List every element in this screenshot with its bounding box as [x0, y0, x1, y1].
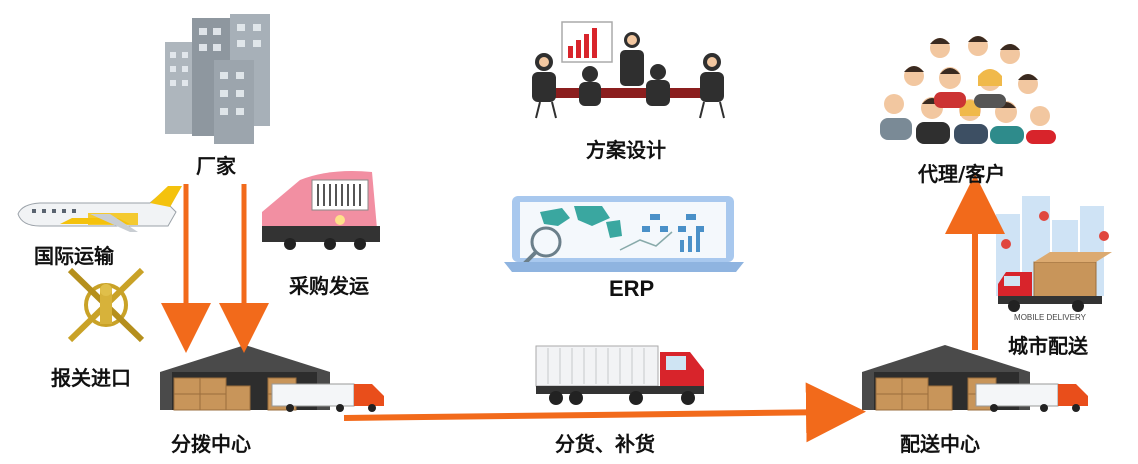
label-delivery-center: 配送中心: [900, 432, 980, 456]
customs-key-icon: [67, 267, 145, 343]
hub-to-delivery-arrow: [343, 382, 866, 443]
label-erp: ERP: [609, 276, 655, 301]
distribution-warehouse-icon: [160, 345, 384, 412]
airplane-icon: [17, 186, 182, 232]
label-agent-customer: 代理/客户: [918, 162, 1006, 186]
meeting-team-icon: [532, 21, 725, 119]
delivery-warehouse-icon: [862, 345, 1088, 412]
customer-crowd-icon: [880, 36, 1056, 144]
train-icon: [262, 171, 380, 250]
factory-buildings-icon: [165, 14, 270, 144]
label-international-transport: 国际运输: [34, 244, 114, 268]
city-delivery-icon: [996, 196, 1112, 312]
container-truck-icon: [535, 345, 704, 405]
label-split-restock: 分货、补货: [555, 432, 655, 456]
label-purchase-shipping: 采购发运: [289, 274, 369, 298]
erp-laptop-icon: [504, 196, 744, 272]
label-plan-design: 方案设计: [586, 138, 666, 162]
label-factory: 厂家: [196, 154, 236, 178]
truck-side-text: MOBILE DELIVERY: [1014, 313, 1087, 322]
label-city-delivery: 城市配送: [1008, 334, 1088, 358]
label-distribution-center: 分拨中心: [171, 432, 251, 456]
label-customs-import: 报关进口: [51, 366, 131, 390]
